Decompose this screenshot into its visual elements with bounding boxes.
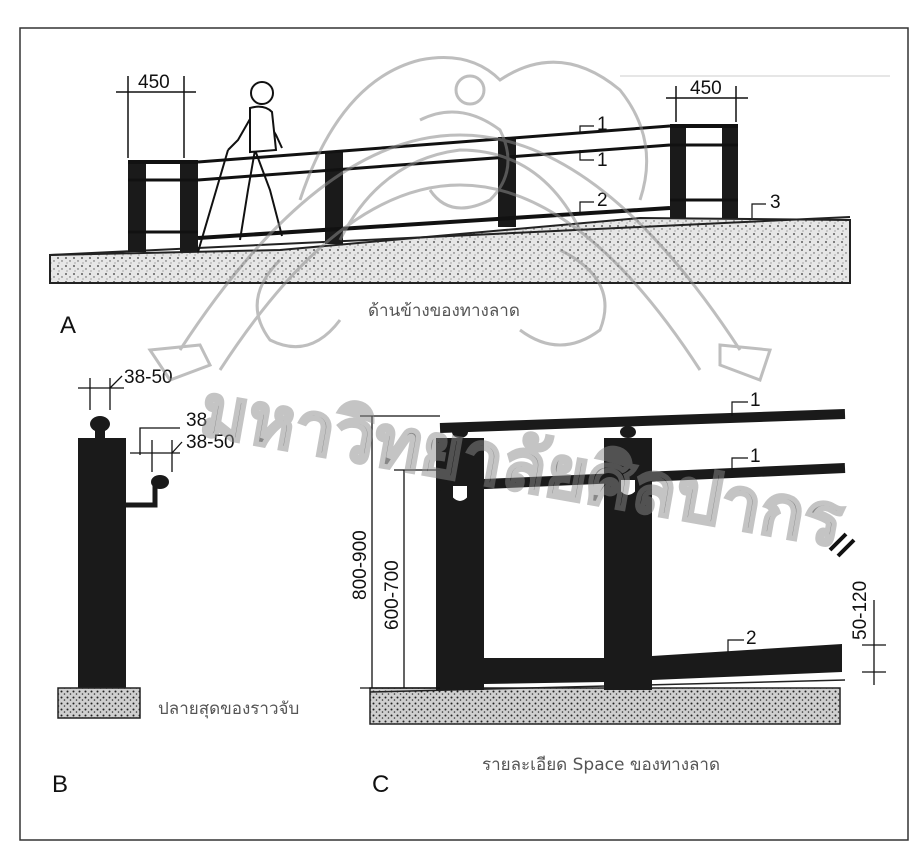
dim-c-curb: 50-120	[850, 581, 871, 640]
panel-a-slab	[49, 216, 851, 284]
dim-b-mid: 38	[186, 410, 207, 431]
post-a2	[180, 162, 198, 252]
caption-c: รายละเอียด Space ของทางลาด	[482, 755, 720, 775]
dim-a-right: 450	[690, 78, 722, 99]
university-seal-watermark	[147, 56, 773, 382]
label-a-1-lower: 1	[597, 150, 608, 171]
dim-a-left: 450	[138, 72, 170, 93]
curb-rail-c	[484, 658, 604, 684]
caption-b: ปลายสุดของราวจับ	[158, 699, 299, 719]
panel-letter-b: B	[52, 771, 68, 798]
base-b	[57, 687, 141, 719]
post-a5	[670, 126, 686, 218]
panel-c: 800-900 600-700 50-120 1 1 2 รายละเอียด …	[350, 390, 886, 798]
dim-c-high: 800-900	[350, 530, 371, 600]
upper-rail-a	[197, 124, 671, 164]
rail-b-side	[126, 485, 158, 508]
outer-frame	[19, 27, 909, 841]
label-c-2: 2	[746, 628, 757, 649]
panel-letter-a: A	[60, 312, 76, 339]
lower-rail-a	[197, 143, 671, 182]
dim-c-low: 600-700	[382, 560, 403, 630]
label-a-1-upper: 1	[597, 114, 608, 135]
dim-b-top: 38-50	[124, 367, 173, 388]
post-a6	[722, 126, 738, 218]
curb-rail-a	[197, 206, 671, 240]
post-a1	[128, 162, 146, 252]
dim-b-mid2: 38-50	[186, 432, 235, 453]
post-b	[78, 438, 126, 688]
label-a-3: 3	[770, 192, 781, 213]
label-a-2: 2	[597, 190, 608, 211]
label-c-1-upper: 1	[750, 390, 761, 411]
label-c-1-lower: 1	[750, 446, 761, 467]
panel-a: 450 450 1 1 2 3 ด้านข้างของทางลาด A	[49, 72, 851, 339]
panel-b: 38-50 38 38-50 ปลายสุดของราวจับ B	[52, 367, 299, 798]
lower-rail-c	[439, 463, 846, 491]
upper-rail-c	[439, 409, 846, 433]
caption-a: ด้านข้างของทางลาด	[368, 301, 520, 321]
floor-c	[369, 687, 841, 725]
walking-person-figure	[197, 81, 283, 253]
panel-letter-c: C	[372, 771, 389, 798]
